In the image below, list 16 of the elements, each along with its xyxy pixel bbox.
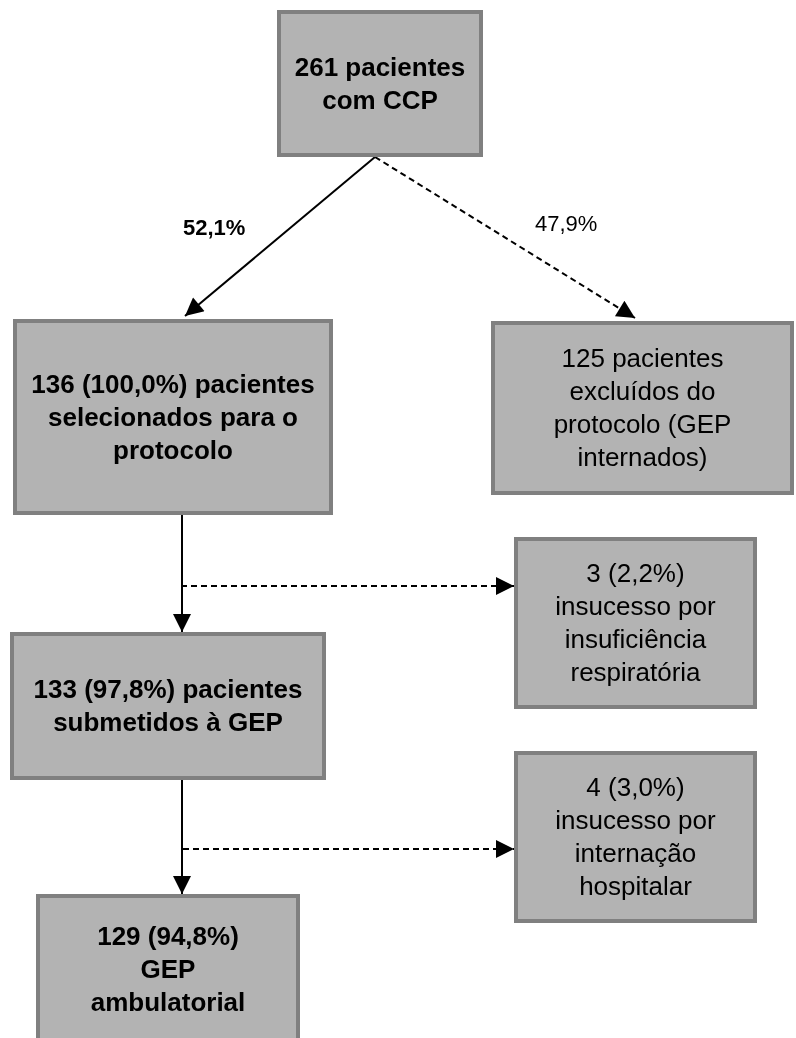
box-text: 129 (94,8%) GEP ambulatorial — [89, 919, 247, 1019]
process-box — [491, 321, 794, 495]
arrow — [184, 156, 376, 317]
process-box — [36, 894, 300, 1038]
box-text: 261 pacientes com CCP — [293, 50, 467, 117]
box-text: 4 (3,0%) insucesso por internação hospitalar — [554, 771, 717, 903]
process-box — [514, 537, 757, 709]
box-text: 125 pacientes excluídos do protocolo (GEP internados) — [552, 342, 733, 474]
box-text: 133 (97,8%) pacientes submetidos à GEP — [33, 673, 303, 739]
process-box — [13, 319, 333, 515]
process-box — [10, 632, 326, 780]
box-text: 3 (2,2%) insucesso por insuficiência respiratória — [554, 557, 717, 689]
process-box — [514, 751, 757, 923]
arrow — [374, 156, 636, 319]
process-box — [277, 10, 483, 157]
box-text: 136 (100,0%) pacientes selecionados para o protocolo — [30, 367, 316, 467]
